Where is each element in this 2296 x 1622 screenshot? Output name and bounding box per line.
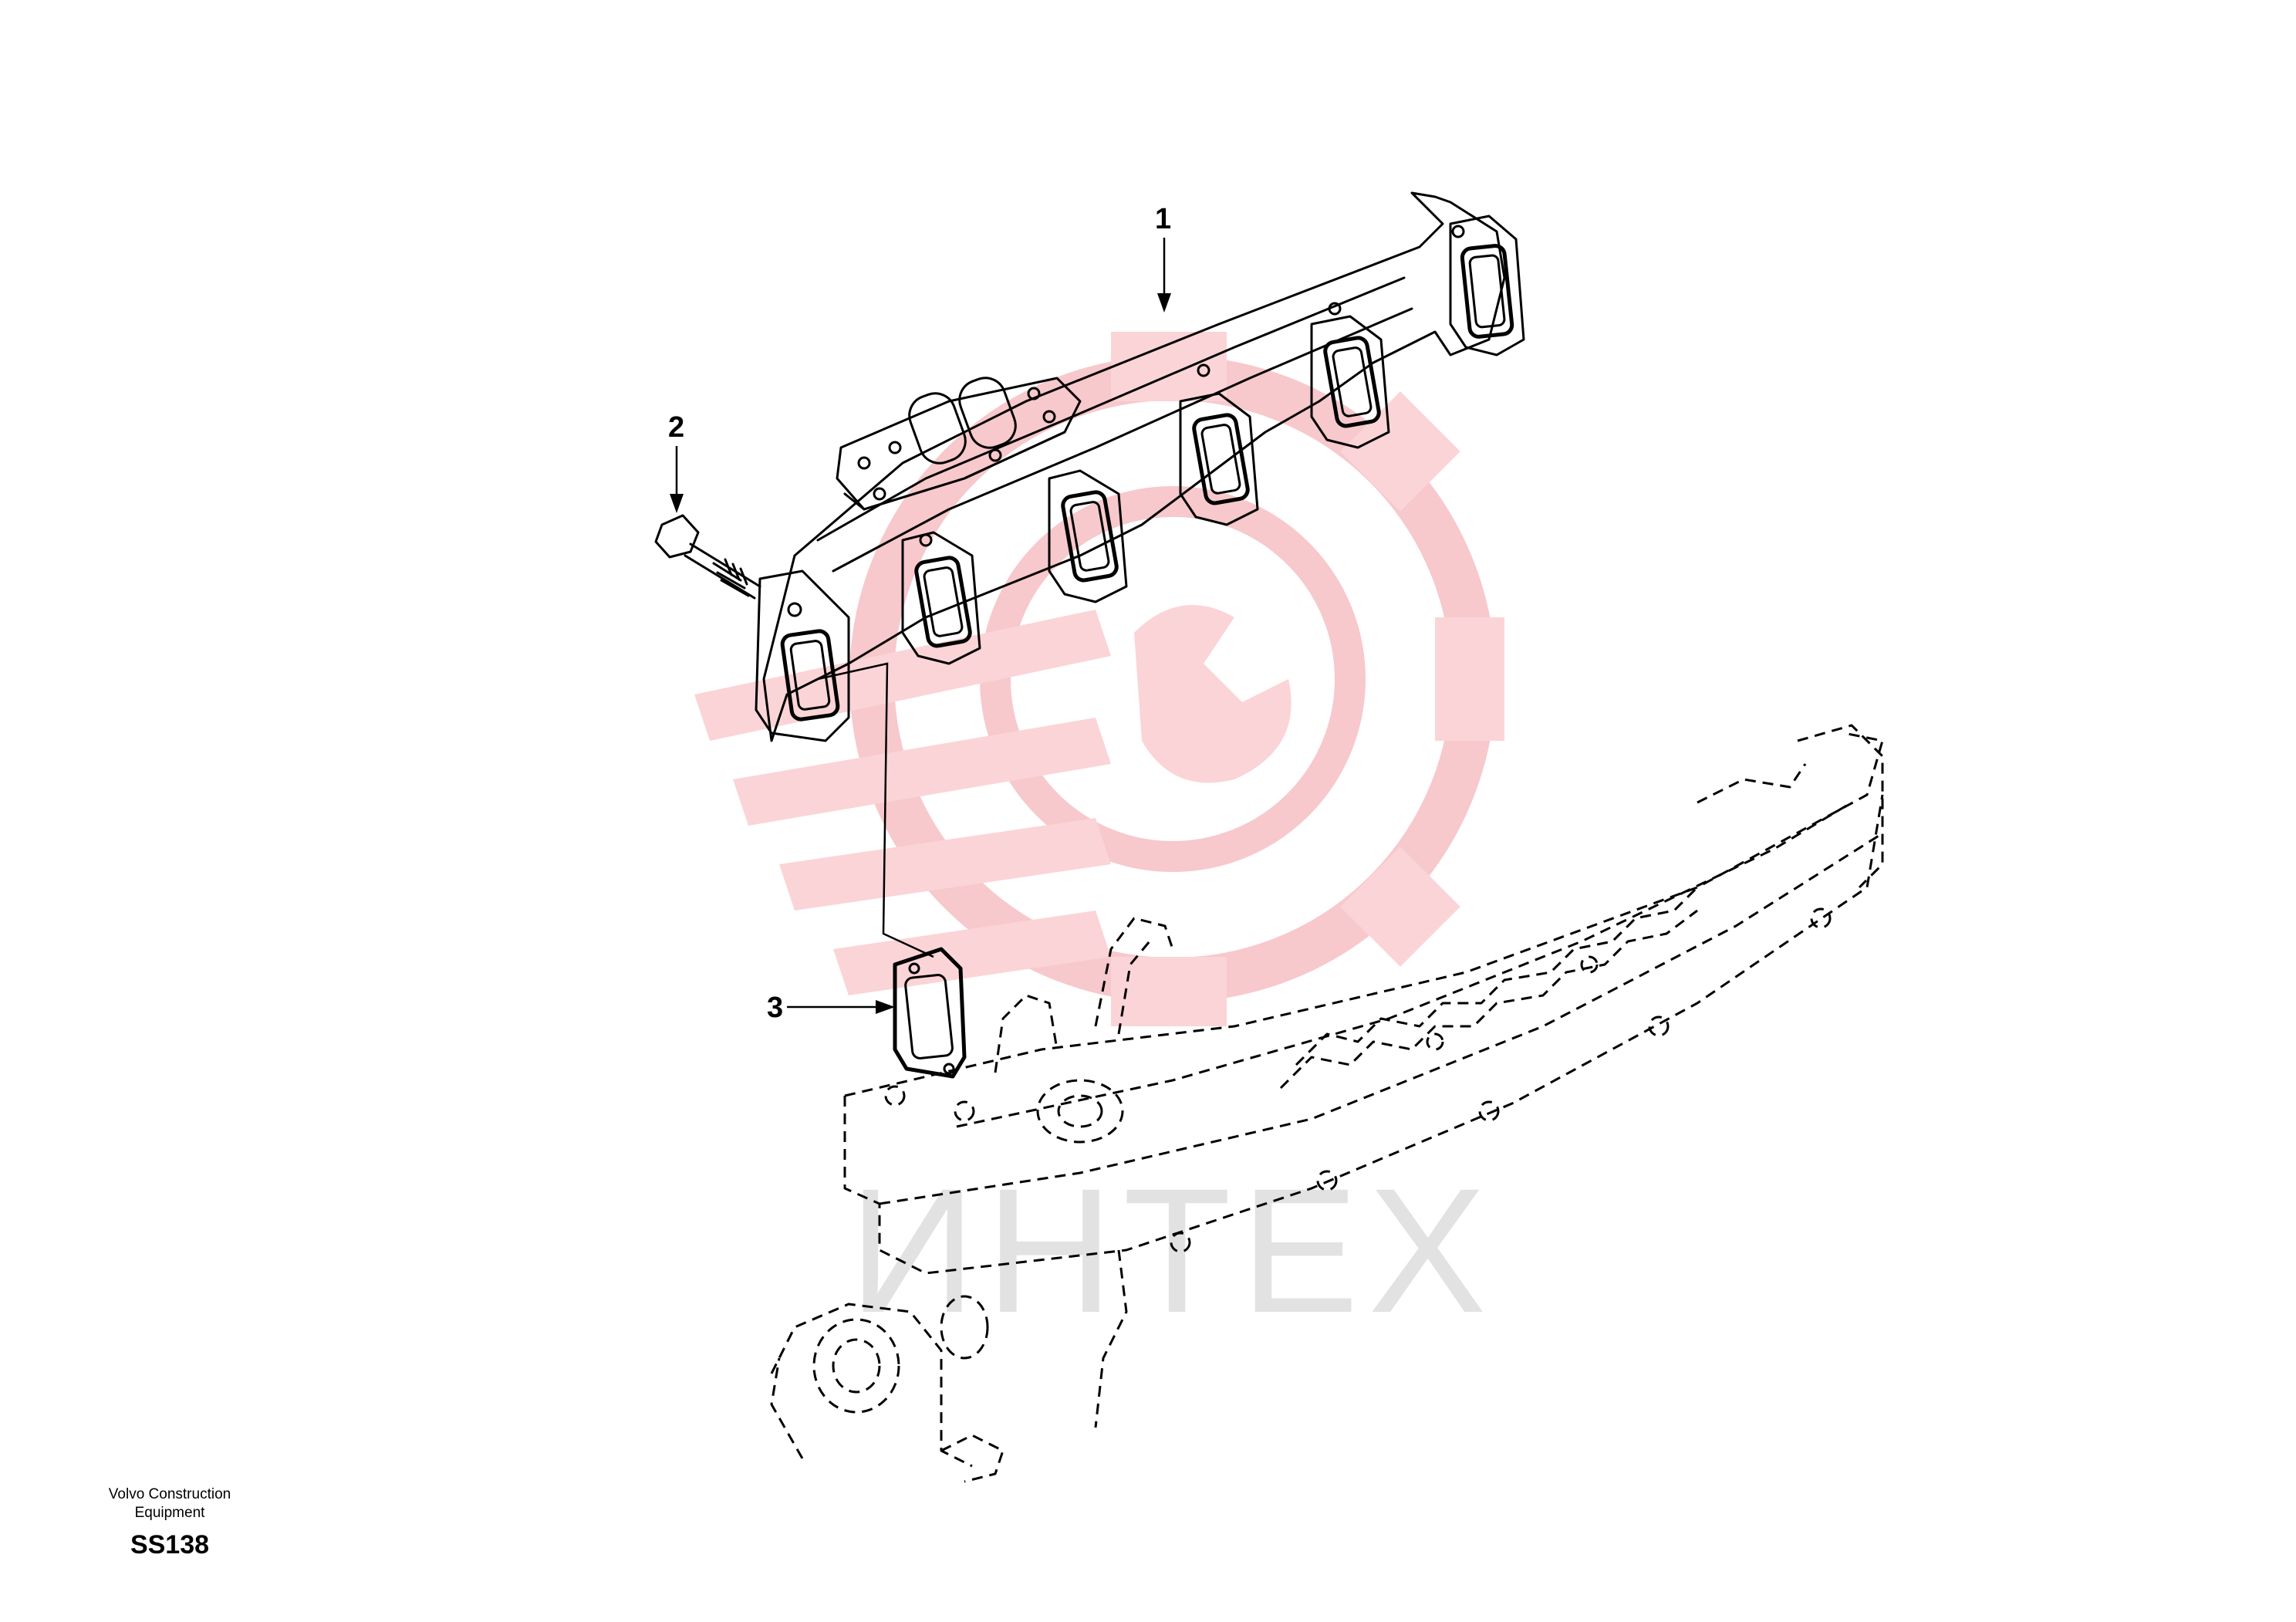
port-flange-6 xyxy=(1449,215,1525,357)
port-flange-4 xyxy=(1179,363,1259,526)
callout-label-3: 3 xyxy=(767,992,783,1024)
footer-block: Volvo Construction Equipment SS138 xyxy=(73,1485,266,1560)
manufacturer-line-1: Volvo Construction xyxy=(108,1486,231,1502)
sheet-code: SS138 xyxy=(130,1530,210,1559)
engine-head-phantom xyxy=(770,724,1884,1483)
port-flange-5 xyxy=(1310,302,1390,449)
manufacturer-line-2: Equipment xyxy=(134,1505,205,1521)
port-flange-1 xyxy=(755,569,850,742)
gasket xyxy=(893,947,967,1079)
exhaust-manifold xyxy=(755,191,1525,742)
port-flange-2 xyxy=(901,531,981,665)
watermark-text: ИНТЕХ xyxy=(849,1151,1496,1350)
callout-2: 2 xyxy=(668,411,684,513)
callout-1: 1 xyxy=(1155,203,1171,313)
callout-3: 3 xyxy=(767,992,895,1024)
assembly-path-line xyxy=(817,662,934,958)
callout-label-2: 2 xyxy=(668,411,684,444)
port-flange-3 xyxy=(1048,469,1128,603)
callout-label-1: 1 xyxy=(1155,203,1171,235)
flange-screw xyxy=(654,514,761,600)
